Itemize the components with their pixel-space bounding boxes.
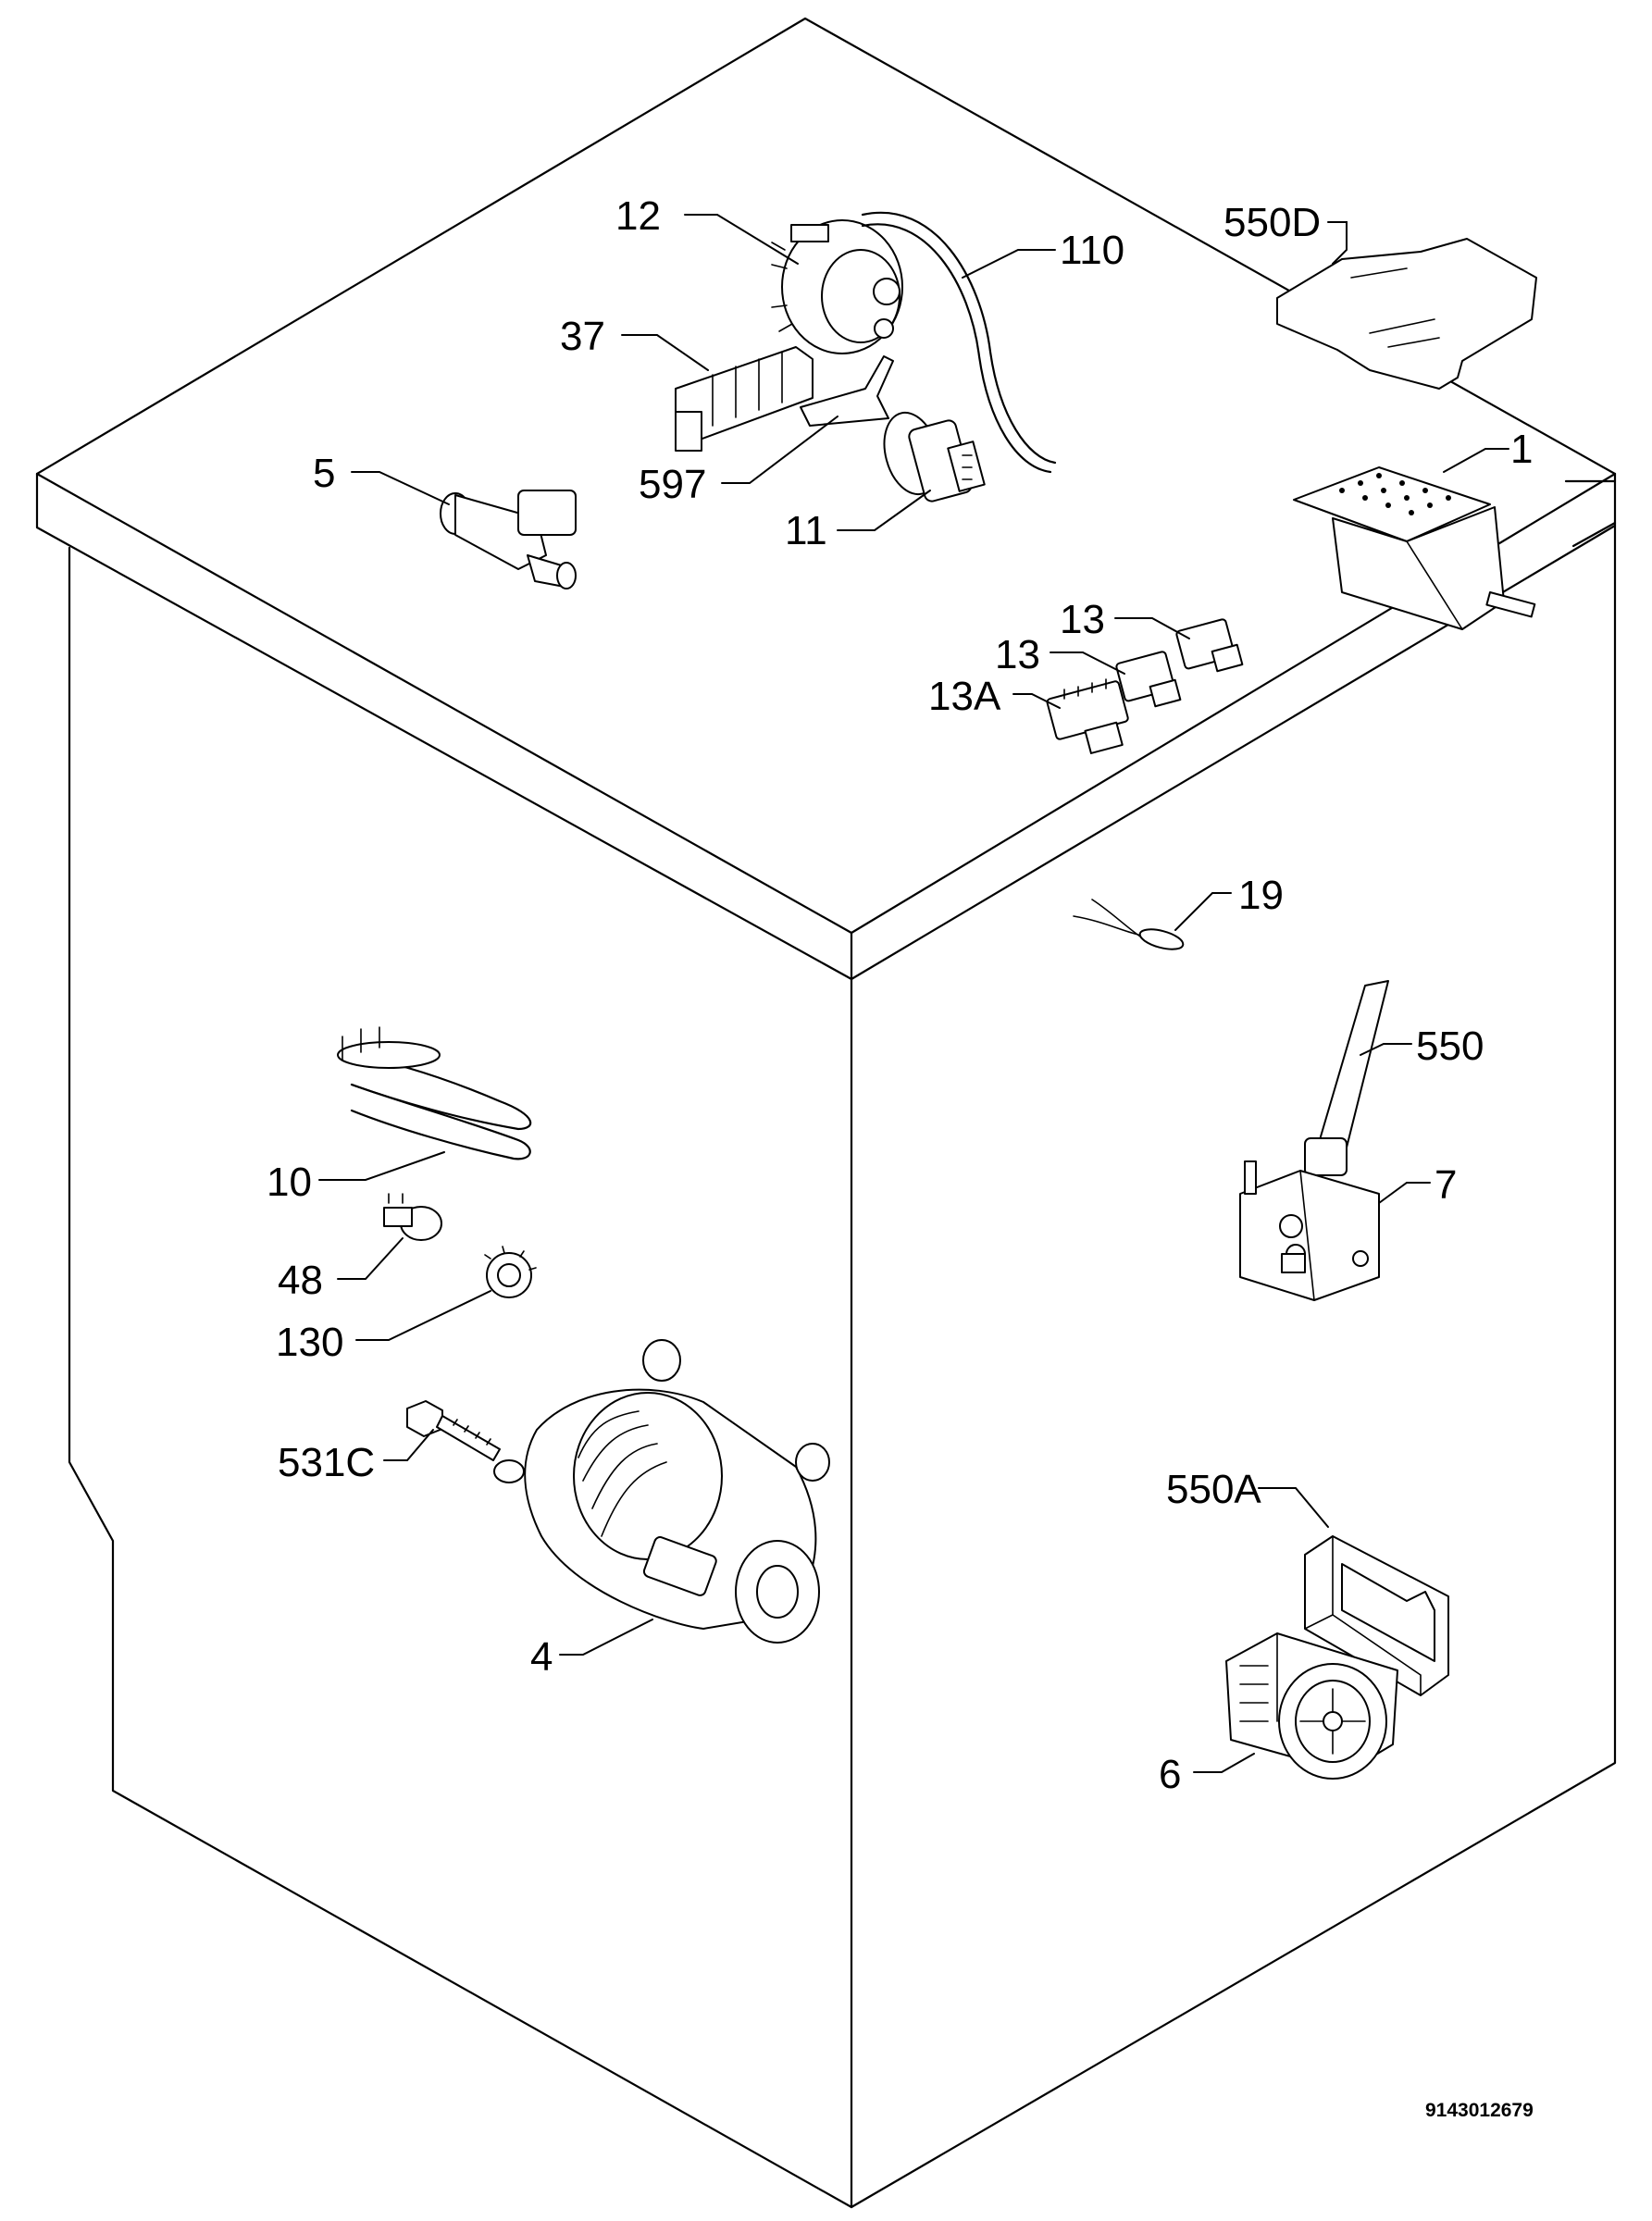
callout-labels: 12 110 550D 37 5 597 11 1 13 13 13A 19 5…: [267, 193, 1533, 1797]
cabinet-outline: [35, 17, 1617, 2209]
label-12: 12: [615, 193, 661, 239]
label-597: 597: [639, 462, 706, 507]
label-110: 110: [1060, 228, 1124, 273]
label-13a: 13A: [928, 674, 1001, 719]
part-48-thermostat: [383, 1193, 442, 1241]
label-11: 11: [785, 508, 827, 553]
document-number: 9143012679: [1425, 2100, 1534, 2121]
part-12-pressure-switch: [771, 219, 903, 354]
label-13-lower: 13: [995, 632, 1040, 677]
part-10-heater: [337, 1026, 532, 1160]
part-11-capacitor: [883, 411, 986, 503]
part-13-connector-lower: [1115, 651, 1182, 708]
label-13-upper: 13: [1060, 597, 1105, 642]
label-48: 48: [278, 1258, 323, 1303]
leader-lines: [318, 214, 1509, 1773]
label-5: 5: [313, 451, 335, 496]
part-6-pump: [1225, 1632, 1398, 1780]
timer-dots: [1339, 473, 1451, 515]
label-10: 10: [267, 1160, 312, 1205]
label-550: 550: [1416, 1024, 1484, 1069]
label-37: 37: [560, 314, 605, 359]
part-5-valve: [440, 490, 577, 589]
label-550a: 550A: [1166, 1467, 1261, 1512]
label-4: 4: [530, 1634, 553, 1680]
part-19-sensor: [1073, 899, 1185, 950]
label-7: 7: [1435, 1162, 1457, 1208]
part-550d-cover-plate: [1276, 238, 1537, 390]
label-19: 19: [1238, 873, 1284, 918]
part-110-hose: [861, 211, 1057, 474]
label-550d: 550D: [1223, 200, 1321, 245]
part-550a-cover-box: [1304, 1535, 1449, 1696]
part-13-connector-upper: [1175, 618, 1244, 673]
part-13a-connector: [1046, 678, 1129, 754]
part-531c-screw: [406, 1400, 501, 1461]
part-597-clip: [800, 355, 894, 427]
label-130: 130: [276, 1320, 343, 1365]
part-1-timer: [1293, 466, 1536, 630]
label-6: 6: [1159, 1752, 1181, 1797]
part-550-lever: [1304, 980, 1389, 1176]
part-7-door-interlock: [1239, 1160, 1380, 1301]
label-1: 1: [1510, 427, 1533, 472]
part-37-terminal-block: [675, 346, 814, 452]
label-531c: 531C: [278, 1440, 375, 1485]
part-130-seal: [484, 1246, 537, 1298]
part-4-motor: [493, 1339, 830, 1644]
